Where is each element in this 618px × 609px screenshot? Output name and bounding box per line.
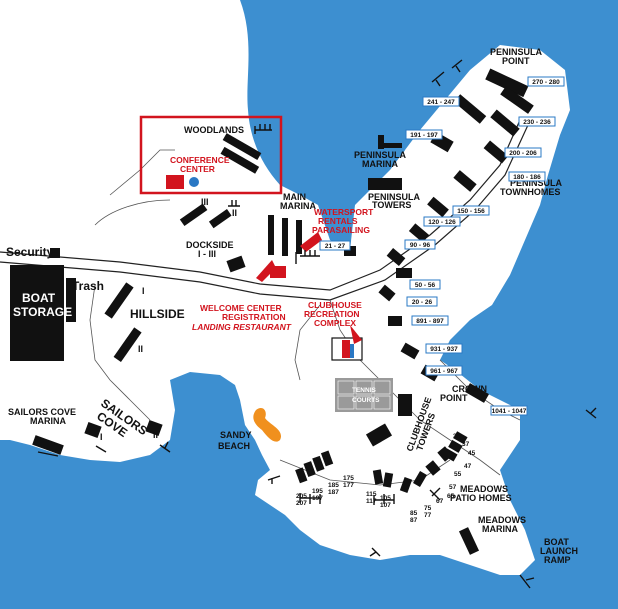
unit-box-frame	[508, 171, 546, 182]
label-hillside: HILLSIDE	[130, 307, 185, 321]
unit-box-label: 961 - 967	[430, 368, 458, 375]
unit-box: 931 - 937	[425, 343, 463, 354]
unit-box-label: 180 - 186	[513, 174, 541, 181]
unit-box: 90 - 96	[404, 239, 436, 250]
unit-box-label: 241 - 247	[427, 99, 455, 106]
unit-box-label: 931 - 937	[430, 346, 458, 353]
unit-box-label: 90 - 96	[410, 242, 431, 249]
unit-box: 241 - 247	[422, 96, 460, 107]
unit-box: 20 - 26	[406, 296, 438, 307]
unit-box: 21 - 27	[319, 240, 351, 251]
label-woodlands: WOODLANDS	[184, 125, 244, 135]
unit-box: 191 - 197	[405, 129, 443, 140]
docks	[37, 59, 597, 589]
security-building	[50, 248, 60, 258]
unit-box-label: 50 - 56	[415, 282, 436, 289]
red-markers	[166, 175, 362, 358]
label-landing-restaurant: LANDING RESTAURANT	[192, 322, 292, 332]
unit-box-frame	[405, 129, 443, 140]
unit-box: 50 - 56	[409, 279, 441, 290]
unit-box-frame	[527, 76, 565, 87]
unit-box-frame	[404, 239, 436, 250]
buildings	[10, 68, 534, 555]
tennis-courts	[335, 378, 393, 412]
highlight-box	[139, 115, 283, 195]
boat-storage-building	[10, 265, 64, 361]
unit-box-frame	[504, 147, 542, 158]
unit-box: 150 - 156	[452, 205, 490, 216]
unit-box: 180 - 186	[508, 171, 546, 182]
roman-sailors-i: I	[100, 432, 103, 442]
unit-box: 1041 - 1047	[490, 405, 528, 416]
unit-box: 200 - 206	[504, 147, 542, 158]
label-security: Security	[6, 245, 54, 259]
unit-boxes: 270 - 280 241 - 247 230 - 236 191 - 197 200 …	[319, 76, 565, 416]
unit-box-frame	[319, 240, 351, 251]
roman-hillside-i: I	[142, 286, 145, 296]
label-trash: Trash	[72, 279, 104, 293]
label-peninsula-towers-2: TOWERS	[372, 200, 411, 210]
unit-box: 270 - 280	[527, 76, 565, 87]
unit-box-label: 1041 - 1047	[492, 408, 527, 415]
unit-box-label: 150 - 156	[457, 208, 485, 215]
unit-box: 230 - 236	[518, 116, 556, 127]
roman-hillside-ii: II	[138, 344, 143, 354]
label-peninsula-towers: PENINSULA	[368, 192, 421, 202]
roman-dockside-i: I	[240, 258, 243, 268]
trash-building	[66, 278, 76, 322]
unit-box-label: 120 - 126	[428, 219, 456, 226]
unit-box-frame	[423, 216, 461, 227]
unit-box-frame	[490, 405, 528, 416]
unit-box-frame	[411, 315, 449, 326]
sandy-beach-sand	[253, 407, 282, 442]
unit-box-frame	[518, 116, 556, 127]
unit-box-label: 270 - 280	[532, 79, 560, 86]
unit-box: 120 - 126	[423, 216, 461, 227]
unit-box-frame	[452, 205, 490, 216]
land	[0, 0, 570, 575]
roman-woodlands-ii: II	[232, 208, 237, 218]
unit-box-frame	[406, 296, 438, 307]
unit-box-label: 191 - 197	[410, 132, 438, 139]
roman-woodlands-iii: III	[201, 197, 209, 207]
unit-box-label: 200 - 206	[509, 150, 537, 157]
unit-box: 891 - 897	[411, 315, 449, 326]
unit-box-frame	[409, 279, 441, 290]
roman-sailors-ii: II	[153, 430, 158, 440]
unit-box-label: 21 - 27	[325, 243, 346, 250]
unit-box-label: 230 - 236	[523, 119, 551, 126]
unit-box-label: 891 - 897	[416, 318, 444, 325]
unit-box-label: 20 - 26	[412, 299, 433, 306]
unit-box-frame	[425, 343, 463, 354]
unit-box-frame	[425, 365, 463, 376]
unit-box: 961 - 967	[425, 365, 463, 376]
unit-box-frame	[422, 96, 460, 107]
